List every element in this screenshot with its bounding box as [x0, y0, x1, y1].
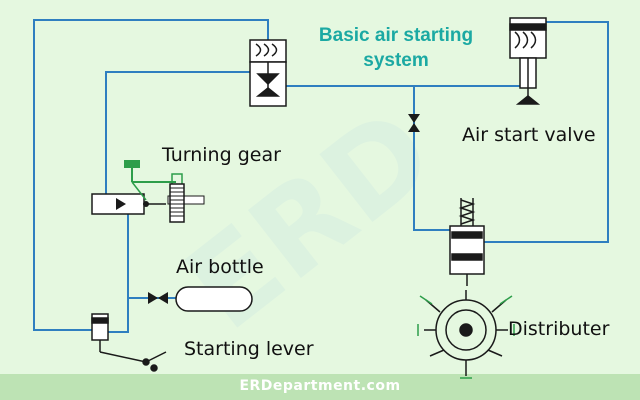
turning-gear-interlock	[91, 160, 205, 223]
distributor-piston	[449, 198, 485, 286]
label-air-bottle: Air bottle	[176, 256, 264, 278]
footer-band	[0, 374, 640, 400]
distributer-rotary	[417, 290, 515, 379]
pipe-master-to-turning	[105, 71, 250, 194]
master-starting-valve	[249, 39, 287, 107]
pipe-turning-to-lever	[108, 214, 129, 333]
pipe-branch-distributor	[413, 86, 450, 231]
pipe-outer-loop	[33, 19, 269, 331]
branch-check-valve	[408, 114, 420, 132]
label-distributer: Distributer	[508, 318, 610, 340]
title-line-1: Basic air starting	[318, 25, 474, 46]
label-turning-gear: Turning gear	[162, 144, 281, 166]
starting-lever-valve	[91, 313, 167, 372]
air-bottle	[175, 286, 253, 312]
label-starting-lever: Starting lever	[184, 338, 314, 360]
air-start-valve	[509, 17, 547, 105]
label-air-start-valve: Air start valve	[462, 124, 596, 146]
pipe-network	[33, 19, 609, 333]
diagram-title: Basic air starting system	[296, 23, 496, 73]
pipe-asv-distributor	[484, 21, 609, 243]
air-bottle-valve	[148, 292, 168, 304]
title-line-2: system	[363, 50, 429, 71]
footer-site: ERDepartment.com	[239, 378, 401, 394]
